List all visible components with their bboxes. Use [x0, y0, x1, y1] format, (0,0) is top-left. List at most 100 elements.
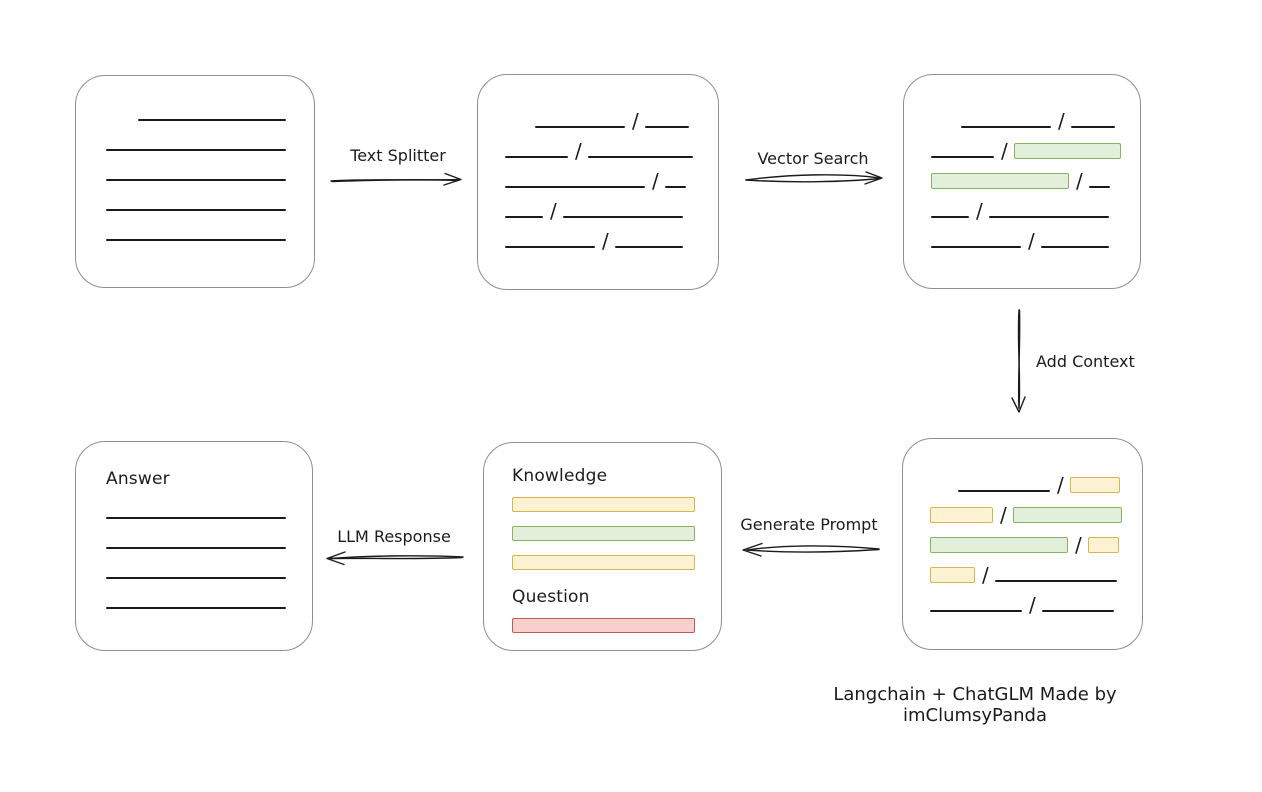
indent-space: [931, 128, 961, 129]
slash-separator: /: [632, 109, 639, 133]
text-line: [1040, 246, 1109, 248]
slash-separator: /: [976, 199, 983, 223]
chunk-row: /: [930, 565, 1118, 585]
text-line: [106, 179, 286, 181]
question-bar: [512, 618, 695, 633]
chunk-row: /: [931, 139, 1121, 163]
text-line: [505, 186, 645, 188]
box-vector-matched-chunks: / / / / /: [903, 74, 1141, 289]
chunk-row: /: [930, 593, 1118, 617]
text-line: [931, 246, 1021, 248]
vector-search-label: Vector Search: [757, 149, 869, 168]
answer-heading: Answer: [106, 469, 170, 489]
llm-response-label: LLM Response: [337, 527, 451, 546]
text-line: [1088, 186, 1110, 188]
slash-separator: /: [1057, 473, 1064, 497]
chunk-row: [106, 534, 286, 550]
chunk-row: [106, 196, 288, 212]
document-lines: [76, 76, 314, 242]
slash-separator: /: [1058, 109, 1065, 133]
text-line: [994, 580, 1117, 582]
text-line: [1070, 126, 1115, 128]
slash-separator: /: [1075, 533, 1082, 557]
text-splitter-arrow-icon: [330, 172, 462, 186]
chunk-row: /: [931, 229, 1116, 253]
indent-space: [106, 121, 138, 122]
chunk-row: /: [930, 533, 1119, 557]
slash-separator: /: [1028, 229, 1035, 253]
chunk-row: [106, 166, 288, 182]
text-line: [106, 239, 286, 241]
chunk-row: /: [931, 109, 1116, 133]
knowledge-bars: [512, 497, 695, 570]
text-line: [106, 577, 286, 579]
text-line: [106, 607, 286, 609]
text-line: [930, 610, 1022, 612]
text-line: [931, 216, 969, 218]
chunk-row: /: [931, 169, 1116, 193]
text-line: [505, 216, 543, 218]
text-line: [587, 156, 693, 158]
highlight-yellow-chunk: [930, 507, 993, 523]
highlight-green-chunk: [930, 537, 1068, 553]
slash-separator: /: [602, 229, 609, 253]
text-line: [644, 126, 689, 128]
chunk-row: /: [505, 169, 694, 193]
add-context-arrow-icon: [1011, 309, 1026, 413]
vector-search-arrow-icon: [745, 171, 883, 185]
chunk-row: /: [505, 229, 694, 253]
highlight-green-chunk: [1012, 507, 1122, 523]
text-line: [106, 517, 286, 519]
box-answer: Answer: [75, 441, 313, 651]
box-split-chunks: / / / / /: [477, 74, 719, 290]
chunk-row: [106, 136, 288, 152]
text-line: [1041, 610, 1114, 612]
caption-credit: Langchain + ChatGLM Made by imClumsyPand…: [833, 684, 1117, 726]
chunk-row: /: [930, 473, 1120, 497]
highlight-green-chunk: [1013, 143, 1121, 159]
chunk-row: [106, 504, 286, 520]
text-line: [505, 246, 595, 248]
indent-space: [505, 128, 535, 129]
chunk-row: /: [505, 201, 694, 221]
chunk-row: [106, 564, 286, 580]
text-line: [614, 246, 683, 248]
question-heading: Question: [512, 587, 590, 607]
answer-lines: [106, 504, 286, 610]
text-line: [138, 119, 286, 121]
highlight-yellow-chunk: [512, 497, 695, 512]
text-line: [988, 216, 1109, 218]
generate-prompt-label: Generate Prompt: [740, 515, 878, 534]
text-line: [106, 209, 286, 211]
text-line: [562, 216, 683, 218]
text-line: [958, 490, 1050, 492]
chunk-row: /: [931, 199, 1116, 223]
add-context-label: Add Context: [1036, 352, 1135, 371]
text-line: [931, 156, 994, 158]
slash-separator: /: [1076, 169, 1083, 193]
text-line: [106, 149, 286, 151]
indent-space: [930, 492, 958, 493]
slash-separator: /: [652, 169, 659, 193]
matched-chunk-lines: / / / / /: [904, 75, 1140, 253]
highlight-yellow-chunk: [1069, 477, 1120, 493]
box-prompt: Knowledge Question: [483, 442, 722, 651]
highlight-red-chunk: [512, 618, 695, 633]
slash-separator: /: [1029, 593, 1036, 617]
chunk-row: [106, 106, 288, 122]
chunk-row: /: [930, 505, 1122, 525]
text-line: [535, 126, 625, 128]
highlight-yellow-chunk: [930, 567, 975, 583]
chunk-row: [512, 526, 695, 541]
chunk-row: [106, 594, 286, 610]
context-chunk-lines: / / / / /: [903, 439, 1142, 617]
chunk-row: [512, 618, 695, 633]
highlight-yellow-chunk: [1087, 537, 1119, 553]
highlight-green-chunk: [931, 173, 1069, 189]
generate-prompt-arrow-icon: [742, 542, 880, 557]
slash-separator: /: [1001, 139, 1008, 163]
text-splitter-label: Text Splitter: [350, 146, 446, 165]
highlight-yellow-chunk: [512, 555, 695, 570]
slash-separator: /: [575, 139, 582, 163]
